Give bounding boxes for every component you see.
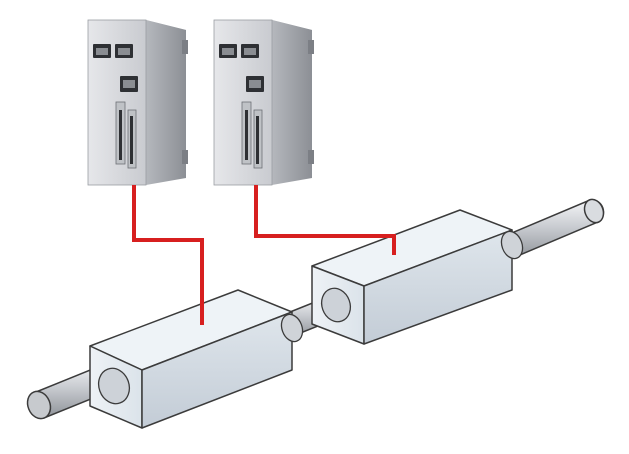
controller-left [87,19,188,186]
rod-end-cap [26,390,52,420]
slider-left [89,289,304,429]
slider-right [311,209,524,345]
cable-left [132,185,204,325]
controller-right [213,19,314,186]
cable-right [254,185,396,255]
